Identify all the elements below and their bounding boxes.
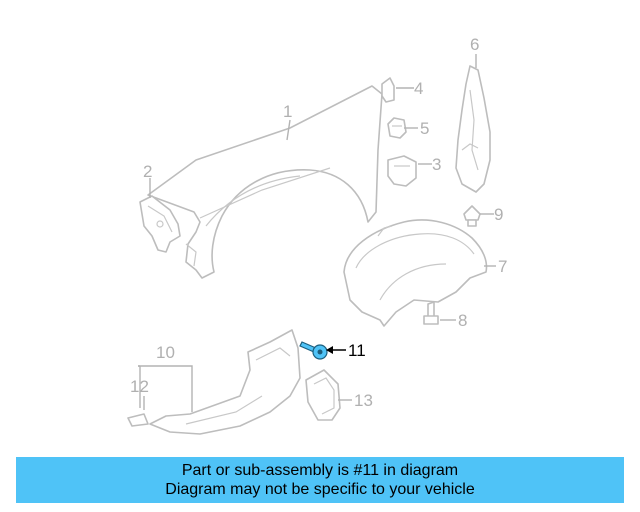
fender-liner-part (343, 219, 488, 327)
leader-line-11 (326, 346, 346, 354)
banner-line-part-number: Part or sub-assembly is #11 in diagram (181, 462, 459, 479)
leader-lines (138, 54, 496, 412)
bracket-part (139, 195, 181, 253)
banner-line-disclaimer: Diagram may not be specific to your vehi… (165, 481, 475, 498)
callout-3[interactable]: 3 (432, 155, 441, 174)
callout-8[interactable]: 8 (458, 311, 467, 330)
callout-11[interactable]: 11 (348, 341, 366, 360)
bolt-part-8 (423, 301, 439, 325)
callout-labels: 1 2 3 4 5 6 7 8 9 10 11 12 13 (130, 35, 507, 410)
callout-13[interactable]: 13 (354, 391, 373, 410)
cover-part-13 (305, 369, 341, 421)
retainer-part (387, 117, 407, 139)
screw-part-9 (463, 205, 481, 227)
callout-6[interactable]: 6 (470, 35, 479, 54)
parts-diagram: 1 2 3 4 5 6 7 8 9 10 11 12 13 (127, 35, 507, 435)
callout-10[interactable]: 10 (156, 343, 175, 362)
callout-7[interactable]: 7 (498, 257, 507, 276)
block-part-12 (127, 413, 149, 427)
fender-part (147, 85, 383, 279)
callout-4[interactable]: 4 (414, 79, 423, 98)
callout-2[interactable]: 2 (143, 162, 152, 181)
callout-1[interactable]: 1 (283, 102, 292, 121)
bolt-part-11-highlighted[interactable] (299, 341, 328, 360)
clip-part (381, 77, 395, 103)
insulator-part (455, 65, 491, 193)
callout-9[interactable]: 9 (494, 205, 503, 224)
callout-12[interactable]: 12 (130, 377, 149, 396)
callout-5[interactable]: 5 (420, 119, 429, 138)
support-part (387, 155, 417, 187)
splash-shield-part (149, 329, 301, 435)
info-banner: Part or sub-assembly is #11 in diagram D… (16, 457, 624, 503)
